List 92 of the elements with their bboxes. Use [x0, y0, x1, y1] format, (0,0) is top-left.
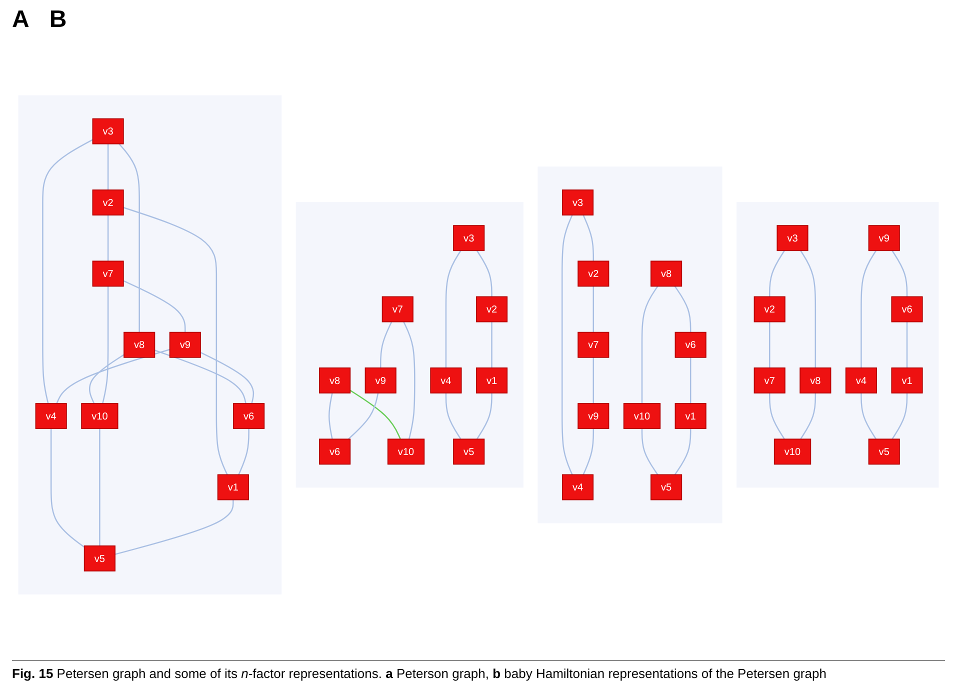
connector: [445, 250, 462, 368]
connector: [582, 428, 594, 476]
node-box: v4: [845, 368, 877, 394]
connector: [88, 354, 124, 404]
connector: [123, 207, 228, 476]
connector: [641, 428, 658, 476]
connector: [674, 286, 692, 333]
connector: [350, 390, 401, 440]
node-box: v9: [868, 225, 900, 252]
connector: [107, 215, 109, 262]
node-box: v5: [84, 546, 116, 572]
node-box: v1: [476, 368, 508, 394]
node-box: v9: [169, 332, 201, 358]
panel-letter: A: [12, 6, 30, 34]
cluster: [18, 96, 282, 595]
node-box: v3: [92, 118, 124, 145]
node-box: v5: [650, 474, 682, 501]
node-box: v5: [868, 439, 900, 465]
connector: [641, 286, 658, 404]
node-box: v6: [319, 439, 351, 465]
connector: [768, 393, 785, 440]
connector: [800, 250, 816, 368]
node-box: v1: [217, 474, 249, 501]
connector: [592, 286, 594, 333]
connector: [892, 250, 908, 298]
connector: [860, 393, 877, 440]
node-box: v3: [562, 190, 594, 216]
connector: [403, 322, 416, 440]
connector: [114, 500, 234, 556]
node-box: v7: [754, 368, 786, 394]
connector: [56, 349, 170, 404]
connector: [107, 144, 109, 190]
connector: [99, 428, 100, 546]
connector: [50, 428, 85, 548]
node-box: v10: [81, 403, 118, 430]
connector: [445, 393, 462, 440]
node-box: v8: [124, 332, 156, 358]
connector: [42, 139, 93, 404]
node-box: v9: [578, 403, 610, 430]
connector: [476, 393, 492, 440]
node-box: v7: [578, 332, 610, 358]
connector: [102, 286, 109, 404]
node-box: v1: [891, 368, 923, 394]
node-box: v9: [364, 368, 396, 394]
connector: [348, 393, 379, 440]
connector: [674, 428, 692, 476]
connector: [200, 352, 254, 404]
node-box: v2: [578, 261, 610, 288]
node-box: v6: [233, 403, 265, 430]
node-box: v10: [623, 403, 661, 430]
cluster: [736, 202, 939, 488]
connector: [800, 393, 816, 440]
connector: [892, 393, 908, 440]
node-box: v2: [92, 190, 124, 216]
figure-caption: Fig. 15 Petersen graph and some of its n-factor representations. a Peterson graph, b baby Hamiltonian representations of the Petersen graph: [12, 660, 945, 683]
node-box: v8: [319, 368, 351, 394]
node-box: v7: [382, 296, 414, 323]
node-box: v8: [800, 368, 832, 394]
node-box: v3: [453, 225, 485, 252]
node-box: v10: [387, 439, 425, 465]
panel-letter: B: [49, 6, 67, 34]
connector: [476, 250, 492, 298]
connector: [123, 280, 186, 333]
connector: [118, 144, 140, 333]
connector: [906, 322, 908, 368]
connector: [592, 358, 594, 404]
node-box: v5: [453, 439, 485, 465]
node-box: v4: [562, 474, 594, 501]
connector: [562, 215, 573, 476]
node-box: v4: [430, 368, 462, 394]
node-box: v2: [476, 296, 508, 323]
connector: [690, 358, 692, 404]
node-box: v2: [754, 296, 786, 323]
node-box: v10: [774, 439, 812, 465]
cluster: [296, 202, 524, 488]
connector: [768, 250, 785, 298]
connector: [238, 428, 250, 476]
node-box: v1: [674, 403, 706, 430]
node-box: v7: [92, 261, 124, 288]
connector: [860, 250, 877, 368]
node-box: v6: [891, 296, 923, 323]
node-box: v6: [674, 332, 706, 358]
connector: [380, 322, 392, 368]
connector: [582, 215, 594, 262]
connector: [154, 350, 246, 404]
connector: [491, 322, 492, 368]
node-box: v3: [776, 225, 808, 252]
connector: [328, 393, 333, 440]
node-box: v8: [650, 261, 682, 288]
cluster: [538, 166, 722, 524]
connector: [768, 322, 770, 368]
node-box: v4: [35, 403, 67, 430]
